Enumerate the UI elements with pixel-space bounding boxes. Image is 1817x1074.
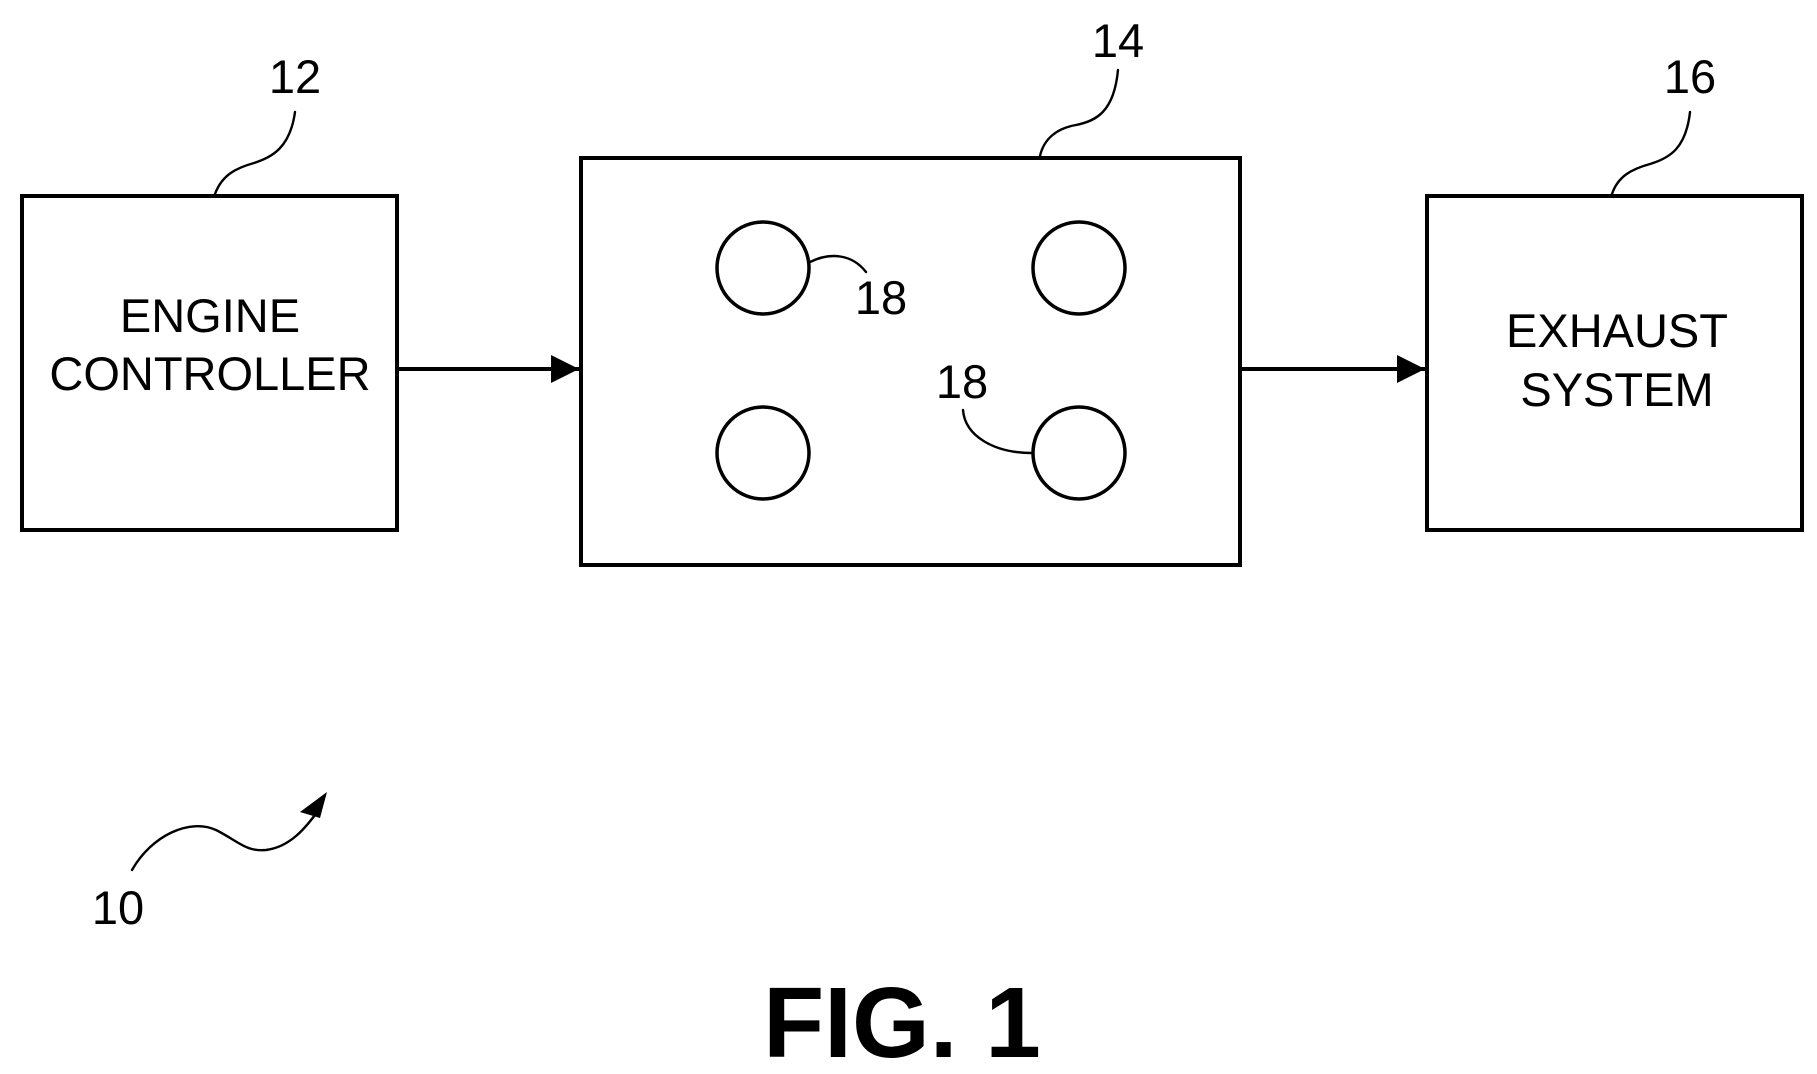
cylinder-ref-number-top: 18 <box>855 271 907 324</box>
engine-controller-leader-line <box>215 112 295 194</box>
engine-ref-number: 14 <box>1092 14 1144 67</box>
system-reference: 10 <box>92 792 327 934</box>
engine-controller-label-line2: CONTROLLER <box>49 347 370 400</box>
cylinder-top-right <box>1033 222 1125 314</box>
cylinder-leader-line-top <box>810 256 866 272</box>
system-ref-number: 10 <box>92 881 144 934</box>
system-leader-arrow <box>132 808 320 870</box>
cylinder-bottom-right <box>1033 407 1125 499</box>
engine-block: 14 18 18 <box>581 14 1240 565</box>
engine-leader-line <box>1040 70 1118 156</box>
exhaust-system-ref-number: 16 <box>1664 50 1716 103</box>
cylinder-ref-number-bottom: 18 <box>936 355 988 408</box>
cylinder-top-left <box>717 222 809 314</box>
cylinder-leader-line-bottom <box>963 410 1032 453</box>
engine-box <box>581 158 1240 565</box>
figure-label: FIG. 1 <box>763 967 1041 1074</box>
engine-controller-block: ENGINE CONTROLLER 12 <box>22 50 397 530</box>
exhaust-system-leader-line <box>1612 112 1690 194</box>
system-arrowhead <box>300 792 327 818</box>
cylinder-bottom-left <box>717 407 809 499</box>
exhaust-system-label-line1: EXHAUST <box>1506 304 1728 357</box>
engine-controller-ref-number: 12 <box>269 50 321 103</box>
exhaust-system-block: EXHAUST SYSTEM 16 <box>1427 50 1802 530</box>
exhaust-system-label-line2: SYSTEM <box>1520 363 1713 416</box>
engine-controller-label-line1: ENGINE <box>120 289 300 342</box>
